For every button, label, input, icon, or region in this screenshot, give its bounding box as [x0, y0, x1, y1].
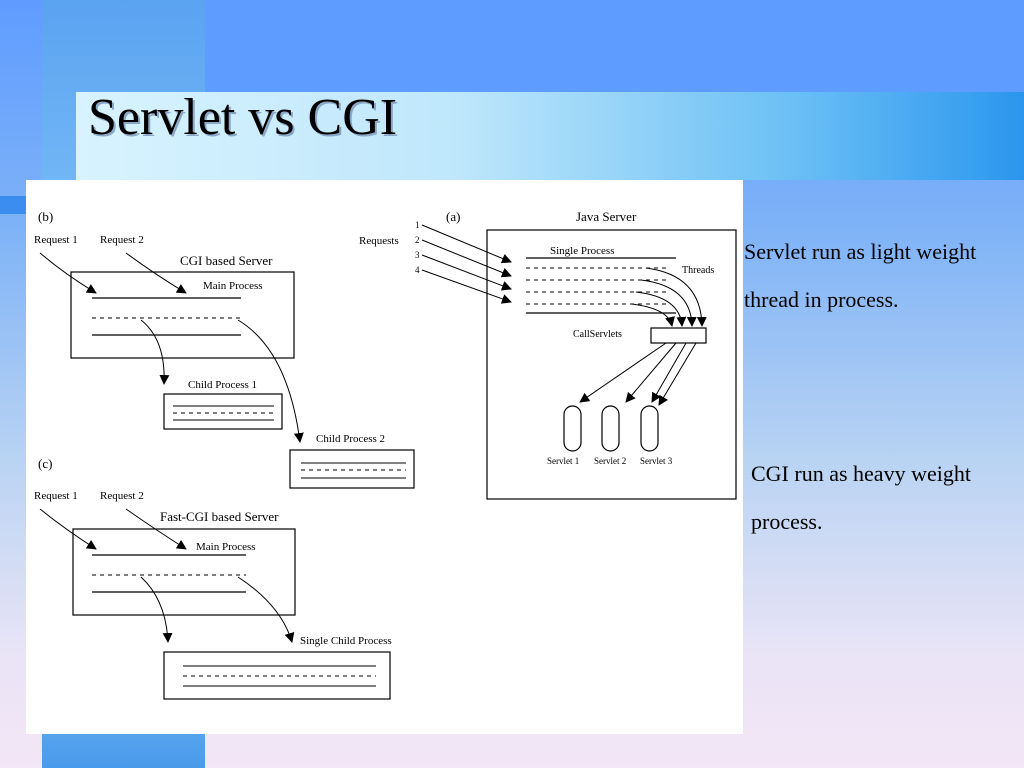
panel-a-server-box: [486, 229, 737, 500]
panel-c-main-process-label: Main Process: [196, 541, 256, 553]
decorative-side-block: [0, 196, 26, 214]
architecture-diagram: (b) Request 1 Request 2 CGI based Server…: [26, 180, 743, 734]
panel-c-request2-label: Request 2: [100, 490, 144, 502]
title-band: [76, 92, 1024, 180]
panel-a-servlet-label: Servlet 1: [547, 456, 579, 466]
panel-c-main-box: [72, 528, 296, 616]
panel-a-servlet-label: Servlet 3: [640, 456, 673, 466]
panel-b-child2-label: Child Process 2: [316, 433, 385, 445]
panel-a-requests-label: Requests: [359, 235, 399, 247]
panel-b-main-box: [70, 271, 295, 359]
panel-a-servlet-oval: [640, 405, 659, 452]
panel-a-request-number: 2: [415, 235, 420, 245]
panel-a-threads-label: Threads: [682, 265, 714, 276]
panel-a-java-server: (a) Java Server Requests 1 2 3 4 Single …: [359, 209, 737, 500]
panel-b-child1-box: [163, 393, 283, 430]
panel-a-request-number: 4: [415, 265, 420, 275]
panel-a-single-process-label: Single Process: [550, 245, 614, 257]
panel-a-call-servlets-label: CallServlets: [573, 329, 622, 340]
panel-a-request-number: 3: [415, 250, 420, 260]
panel-c-single-child-label: Single Child Process: [300, 635, 392, 647]
panel-a-tag: (a): [446, 209, 460, 224]
bullet-cgi: CGI run as heavy weight process.: [751, 461, 971, 534]
panel-b-main-process-label: Main Process: [203, 280, 263, 292]
panel-c-server-label: Fast-CGI based Server: [160, 509, 279, 524]
panel-b-child1-label: Child Process 1: [188, 379, 257, 391]
bullet-servlet: Servlet run as light weight thread in pr…: [744, 239, 977, 312]
panel-b-tag: (b): [38, 209, 53, 224]
panel-a-servlet-oval: [601, 405, 620, 452]
decorative-top-band: [205, 0, 1024, 92]
panel-a-server-label: Java Server: [576, 209, 637, 224]
panel-a-servlet-oval: [563, 405, 582, 452]
panel-c-fastcgi: (c) Request 1 Request 2 Fast-CGI based S…: [34, 456, 392, 700]
panel-a-servlet-label: Servlet 2: [594, 456, 626, 466]
panel-b-request1-label: Request 1: [34, 234, 78, 246]
panel-c-single-child-box: [163, 651, 391, 700]
panel-b-child2-box: [289, 449, 415, 489]
panel-b-server-label: CGI based Server: [180, 253, 273, 268]
panel-a-request-number: 1: [415, 220, 420, 230]
panel-c-request1-label: Request 1: [34, 490, 78, 502]
panel-c-tag: (c): [38, 456, 52, 471]
panel-b-request2-label: Request 2: [100, 234, 144, 246]
slide-title: Servlet vs CGI: [88, 89, 398, 146]
panel-b-cgi: (b) Request 1 Request 2 CGI based Server…: [34, 209, 415, 489]
panel-a-call-servlets-box: [650, 327, 707, 344]
